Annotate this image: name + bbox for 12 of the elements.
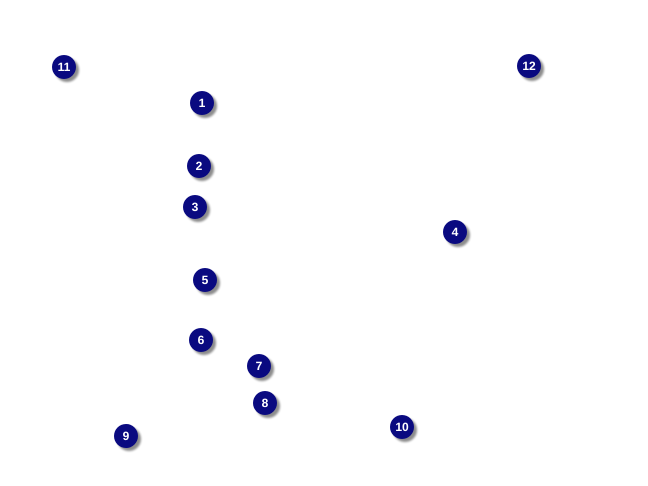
callout-number: 11 xyxy=(52,55,76,79)
callout-number: 9 xyxy=(114,424,138,448)
callout-number: 1 xyxy=(190,91,214,115)
callout-number: 6 xyxy=(189,328,213,352)
callout-number: 3 xyxy=(183,195,207,219)
callout-number: 10 xyxy=(390,415,414,439)
callout-number: 5 xyxy=(193,268,217,292)
callout-number: 12 xyxy=(517,54,541,78)
callout-number: 8 xyxy=(253,391,277,415)
callout-number: 7 xyxy=(247,354,271,378)
callout-number: 2 xyxy=(187,154,211,178)
callout-number: 4 xyxy=(443,220,467,244)
